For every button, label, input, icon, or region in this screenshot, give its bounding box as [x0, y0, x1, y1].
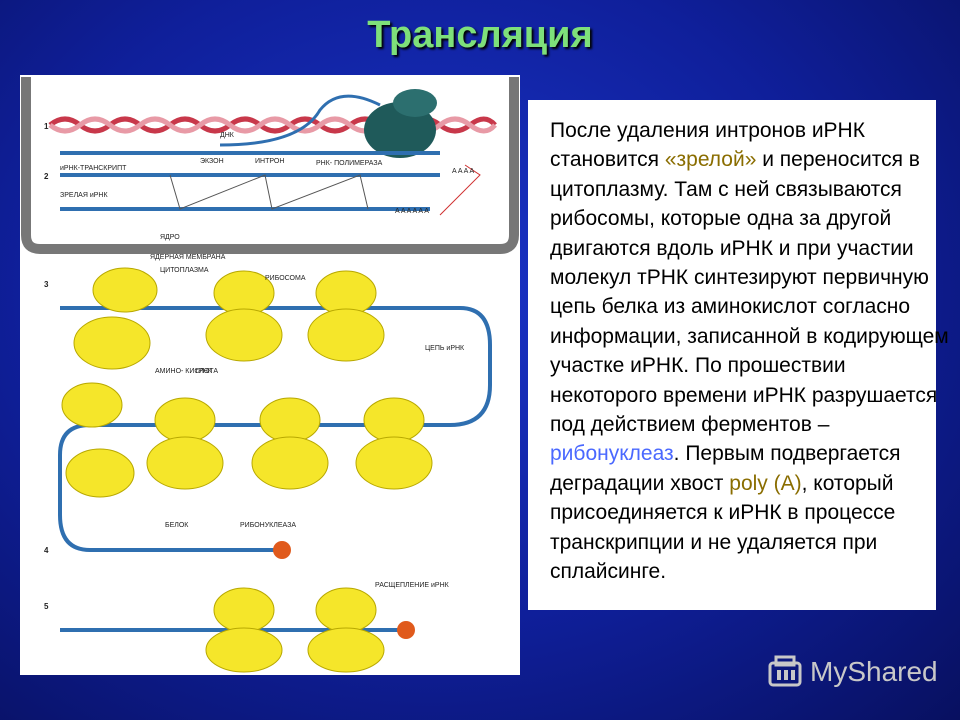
- label-membrane: ЯДЕРНАЯ МЕМБРАНА: [150, 254, 226, 261]
- watermark-text: MyShared: [810, 656, 938, 687]
- label-chain: ЦЕПЬ иРНК: [425, 345, 465, 352]
- label-intron: ИНТРОН: [255, 158, 284, 165]
- ribonuclease: [273, 541, 291, 559]
- label-mature: ЗРЕЛАЯ иРНК: [60, 192, 108, 199]
- label-ribonuclease: РИБОНУКЛЕАЗА: [240, 522, 296, 529]
- step-2: 2: [44, 172, 49, 181]
- step-5: 5: [44, 602, 49, 611]
- slide-title: Трансляция: [367, 14, 593, 56]
- description-paragraph: После удаления интронов иРНК становится …: [550, 119, 949, 584]
- label-core: ЯДРО: [160, 234, 180, 241]
- translation-diagram-svg: ДНК ЭКЗОН ИНТРОН РНК- ПОЛИМЕРАЗА иРНК-ТР…: [21, 77, 519, 673]
- label-ribosome: РИБОСОМА: [265, 275, 306, 282]
- label-polya: A A A A A A: [395, 208, 429, 215]
- ribosomes: [61, 267, 433, 673]
- label-cytoplasm: ЦИТОПЛАЗМА: [160, 267, 209, 274]
- label-transcript: иРНК-ТРАНСКРИПТ: [60, 165, 127, 172]
- text-panel: [528, 100, 936, 610]
- label-dnk: ДНК: [220, 132, 235, 139]
- label-exon: ЭКЗОН: [200, 158, 224, 165]
- ribonuclease-highlight: рибонуклеаз: [550, 442, 674, 466]
- polya-highlight: poly (A): [729, 471, 802, 495]
- label-polymerase: РНК- ПОЛИМЕРАЗА: [316, 160, 383, 167]
- nuclear-membrane: [21, 77, 519, 254]
- step-3: 3: [44, 280, 49, 289]
- rna-strand: [219, 94, 381, 147]
- translation-diagram: ДНК ЭКЗОН ИНТРОН РНК- ПОЛИМЕРАЗА иРНК-ТР…: [20, 75, 520, 675]
- myshared-logo-icon: [768, 655, 802, 687]
- mrna-chain-path: [58, 306, 492, 552]
- label-polya-small: A A A A: [452, 168, 475, 175]
- label-protein: БЕЛОК: [165, 522, 189, 529]
- label-trna: тРНК: [195, 368, 213, 375]
- step-1: 1: [44, 122, 49, 131]
- watermark: MyShared: [768, 652, 938, 692]
- label-cleavage: РАСЩЕПЛЕНИЕ иРНК: [375, 582, 450, 589]
- step-4: 4: [44, 546, 49, 555]
- label-aminoacid: АМИНО- КИСЛОТА: [155, 368, 218, 375]
- mature-highlight: «зрелой»: [664, 148, 757, 172]
